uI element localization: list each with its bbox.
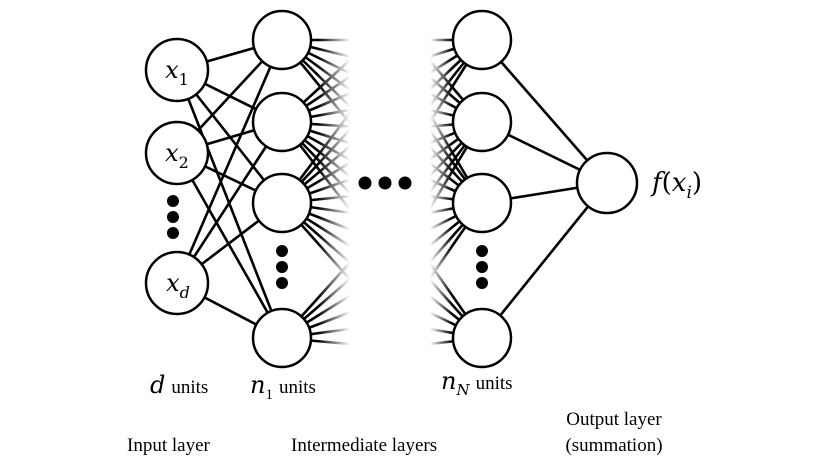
output-layer-label: Output layer	[566, 409, 662, 430]
last-hidden-node-1	[451, 9, 513, 71]
input-ellipsis-dot-3	[167, 227, 179, 239]
edge-hiddenN-0-output	[480, 38, 609, 185]
input-ellipsis-dot-1	[167, 195, 179, 207]
input-node-1	[144, 37, 210, 103]
input-layer-label: Input layer	[127, 435, 211, 456]
last-hidden-node-2	[451, 91, 513, 153]
first-hidden-node-1	[251, 9, 313, 71]
fade-right	[430, 30, 452, 350]
hidden1-ellipsis-dot-1	[276, 245, 288, 257]
first-hidden-node-4	[251, 307, 313, 369]
hiddenN-ellipsis-dot-3	[476, 277, 488, 289]
fade-gap	[350, 30, 430, 350]
fade-left	[318, 30, 350, 350]
input-node-3	[144, 250, 210, 316]
last-hidden-node-3	[451, 172, 513, 234]
hiddenN-ellipsis-dot-1	[476, 245, 488, 257]
hidden1-ellipsis-dot-2	[276, 261, 288, 273]
neuron-nodes	[144, 9, 639, 369]
layers-ellipsis-dot-2	[378, 176, 392, 190]
output-layer-summation-label: (summation)	[565, 435, 662, 456]
first-hidden-node-3	[251, 172, 313, 234]
output-node	[575, 151, 639, 215]
layers-ellipsis-dot-1	[358, 176, 372, 190]
last-hidden-node-4	[451, 307, 513, 369]
input-node-label-2: x2	[165, 139, 189, 172]
input-ellipsis-dot-2	[167, 211, 179, 223]
edge-hiddenN-3-output	[480, 181, 609, 340]
hidden1-ellipsis-dot-3	[276, 277, 288, 289]
hiddenN-ellipsis-dot-2	[476, 261, 488, 273]
intermediate-layers-label: Intermediate layers	[291, 435, 437, 456]
input-node-label-d: xd	[166, 269, 190, 302]
edge-input-1-hidden1-3	[175, 151, 284, 340]
layers-ellipsis-dot-3	[398, 176, 412, 190]
first-hidden-node-2	[251, 91, 313, 153]
edge-input-2-hidden1-0	[175, 38, 284, 285]
input-node-2	[144, 120, 210, 186]
output-function-label: f(xi)	[650, 168, 702, 203]
input-node-label-1: x1	[165, 56, 189, 89]
